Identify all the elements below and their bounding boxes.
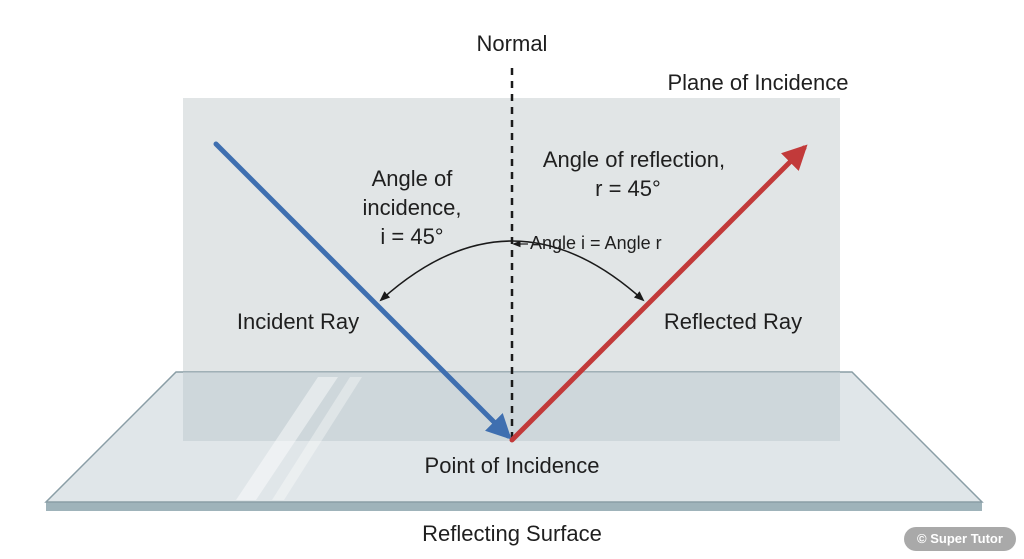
- angle-incidence-label-line2: incidence,: [362, 195, 461, 220]
- angle-reflection-label-line2: r = 45°: [595, 176, 661, 201]
- reflected-ray: [509, 144, 808, 443]
- point-of-incidence-label: Point of Incidence: [425, 453, 600, 478]
- watermark-badge: © Super Tutor: [904, 527, 1016, 551]
- angle-incidence-label-line3: i = 45°: [380, 224, 443, 249]
- normal-label: Normal: [477, 31, 548, 56]
- reflecting-surface-label: Reflecting Surface: [422, 521, 602, 546]
- angle-reflection-label-line1: Angle of reflection,: [543, 147, 725, 172]
- incident-ray-label: Incident Ray: [237, 309, 359, 334]
- angle-arc: [379, 240, 645, 302]
- surface-highlight: [236, 377, 338, 500]
- incident-ray: [213, 141, 512, 440]
- surface-highlight: [272, 377, 362, 500]
- angle-incidence-label-line1: Angle of: [372, 166, 454, 191]
- reflected-ray-label: Reflected Ray: [664, 309, 802, 334]
- plane-label: Plane of Incidence: [667, 70, 848, 95]
- reflecting-surface-edge: [46, 502, 982, 511]
- angle-equality-label: Angle i = Angle r: [530, 233, 662, 253]
